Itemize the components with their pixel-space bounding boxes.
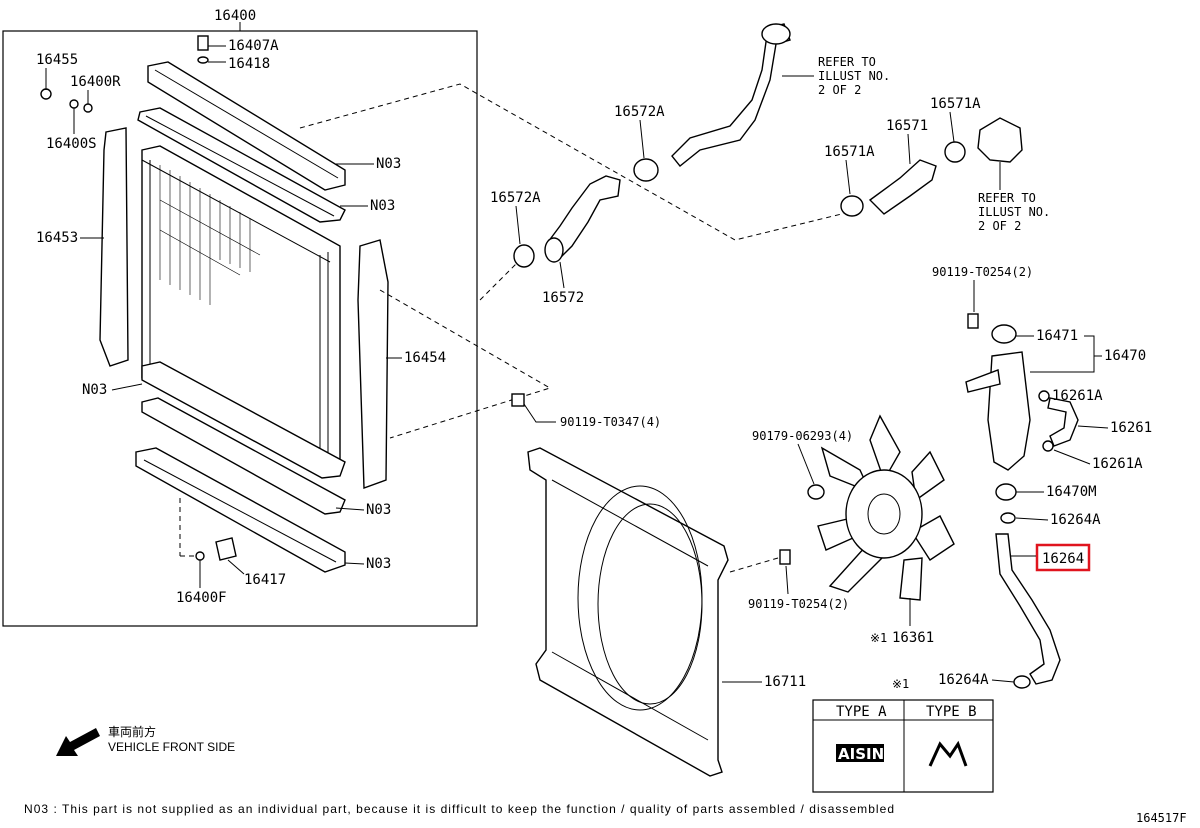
radiator-bottom-tank bbox=[135, 397, 346, 573]
label-16417[interactable]: 16417 bbox=[244, 572, 286, 588]
hose-16264-icon bbox=[995, 533, 1061, 685]
label-16455[interactable]: 16455 bbox=[36, 52, 78, 68]
nut-90179-icon bbox=[807, 484, 825, 500]
refer-right-2: ILLUST NO. bbox=[978, 205, 1050, 219]
label-16571a-right[interactable]: 16571A bbox=[930, 96, 981, 112]
seal-16454 bbox=[357, 239, 389, 489]
clamp-16264a-bottom-icon bbox=[1013, 675, 1031, 689]
label-16400r[interactable]: 16400R bbox=[70, 74, 121, 90]
front-jp: 車両前方 bbox=[108, 724, 156, 739]
fan-shroud-16711 bbox=[527, 447, 729, 777]
bolt-90119-t0254-shroud-icon bbox=[779, 549, 791, 565]
radiator-core bbox=[141, 145, 346, 479]
seal-16453 bbox=[99, 127, 129, 367]
vehicle-front-arrow-icon bbox=[56, 728, 100, 756]
label-16572a-lower[interactable]: 16572A bbox=[490, 190, 541, 206]
label-16400[interactable]: 16400 bbox=[214, 8, 256, 24]
clamp-16572a-lower-icon bbox=[513, 244, 535, 268]
label-16361-mark: ※1 bbox=[870, 631, 887, 645]
drain-plug-16400f-icon bbox=[195, 551, 205, 561]
label-n03-a[interactable]: N03 bbox=[376, 156, 401, 172]
hose-16261-icon bbox=[1047, 397, 1079, 447]
clamp-16261a-bottom-icon bbox=[1042, 440, 1054, 452]
label-16261a-bottom[interactable]: 16261A bbox=[1092, 456, 1143, 472]
refer-right-1: REFER TO bbox=[978, 191, 1036, 205]
svg-text:AISIN: AISIN bbox=[838, 745, 884, 763]
seal-16418-icon bbox=[197, 56, 209, 64]
label-16572[interactable]: 16572 bbox=[542, 290, 584, 306]
type-b-logo-icon bbox=[928, 740, 968, 767]
label-16471[interactable]: 16471 bbox=[1036, 328, 1078, 344]
label-16453[interactable]: 16453 bbox=[36, 230, 78, 246]
highlight-16264 bbox=[1035, 543, 1091, 572]
type-a-logo-icon: AISIN bbox=[836, 744, 884, 763]
footnote: N03 : This part is not supplied as an in… bbox=[24, 802, 894, 816]
pipe-upper bbox=[671, 23, 791, 167]
refer-right-3: 2 OF 2 bbox=[978, 219, 1021, 233]
clamp-16571a-right-icon bbox=[944, 141, 966, 163]
label-n03-c[interactable]: N03 bbox=[82, 382, 107, 398]
label-16407a[interactable]: 16407A bbox=[228, 38, 279, 54]
label-16571a-left[interactable]: 16571A bbox=[824, 144, 875, 160]
gasket-16400r-icon bbox=[83, 103, 93, 113]
refer-upper-3: 2 OF 2 bbox=[818, 83, 861, 97]
type-table-mark: ※1 bbox=[892, 677, 909, 691]
label-90119-t0254-shroud[interactable]: 90119-T0254(2) bbox=[748, 597, 849, 611]
drain-cock-16417-icon bbox=[215, 537, 237, 561]
bolt-90119-t0254-top-icon bbox=[967, 313, 979, 329]
label-90179[interactable]: 90179-06293(4) bbox=[752, 429, 853, 443]
label-16261a-top[interactable]: 16261A bbox=[1052, 388, 1103, 404]
hose-16571 bbox=[868, 159, 937, 215]
label-16711[interactable]: 16711 bbox=[764, 674, 806, 690]
bolt-16455-icon bbox=[40, 88, 52, 100]
label-16470m[interactable]: 16470M bbox=[1046, 484, 1097, 500]
outlet-elbow bbox=[977, 117, 1023, 163]
front-en: VEHICLE FRONT SIDE bbox=[108, 740, 235, 754]
label-16572a-upper[interactable]: 16572A bbox=[614, 104, 665, 120]
label-16264a-top[interactable]: 16264A bbox=[1050, 512, 1101, 528]
label-16264[interactable]: 16264 bbox=[1042, 551, 1084, 567]
radiator-top-tank bbox=[137, 61, 346, 223]
label-16571[interactable]: 16571 bbox=[886, 118, 928, 134]
clamp-16261a-top-icon bbox=[1038, 390, 1050, 402]
label-16470[interactable]: 16470 bbox=[1104, 348, 1146, 364]
label-90119-t0254-top[interactable]: 90119-T0254(2) bbox=[932, 265, 1033, 279]
reservoir-body bbox=[987, 351, 1031, 471]
label-16261[interactable]: 16261 bbox=[1110, 420, 1152, 436]
label-90119-t0347[interactable]: 90119-T0347(4) bbox=[560, 415, 661, 429]
label-n03-e[interactable]: N03 bbox=[366, 556, 391, 572]
type-b-label: TYPE B bbox=[926, 704, 977, 720]
label-n03-b[interactable]: N03 bbox=[370, 198, 395, 214]
reservoir-cap-icon bbox=[991, 324, 1017, 344]
label-16418[interactable]: 16418 bbox=[228, 56, 270, 72]
clamp-16572a-upper-icon bbox=[633, 158, 659, 182]
gasket-16400s-icon bbox=[69, 99, 79, 109]
label-16400s[interactable]: 16400S bbox=[46, 136, 97, 152]
label-n03-d[interactable]: N03 bbox=[366, 502, 391, 518]
grommet-16470m-icon bbox=[995, 483, 1017, 501]
refer-upper-2: ILLUST NO. bbox=[818, 69, 890, 83]
type-a-label: TYPE A bbox=[836, 704, 887, 720]
hose-16572 bbox=[547, 175, 621, 260]
label-16454[interactable]: 16454 bbox=[404, 350, 446, 366]
clamp-16264a-top-icon bbox=[1000, 512, 1016, 524]
illustration-id: 164517F bbox=[1136, 811, 1187, 825]
label-16361[interactable]: 16361 bbox=[892, 630, 934, 646]
type-table bbox=[812, 699, 994, 793]
label-16264a-bottom[interactable]: 16264A bbox=[938, 672, 989, 688]
fan-16361 bbox=[817, 414, 955, 601]
drain-plug-16407a-icon bbox=[197, 35, 209, 51]
clamp-16571a-left-icon bbox=[840, 195, 864, 217]
bolt-90119-t0347-icon bbox=[511, 393, 525, 407]
label-16400f[interactable]: 16400F bbox=[176, 590, 227, 606]
refer-upper-1: REFER TO bbox=[818, 55, 876, 69]
